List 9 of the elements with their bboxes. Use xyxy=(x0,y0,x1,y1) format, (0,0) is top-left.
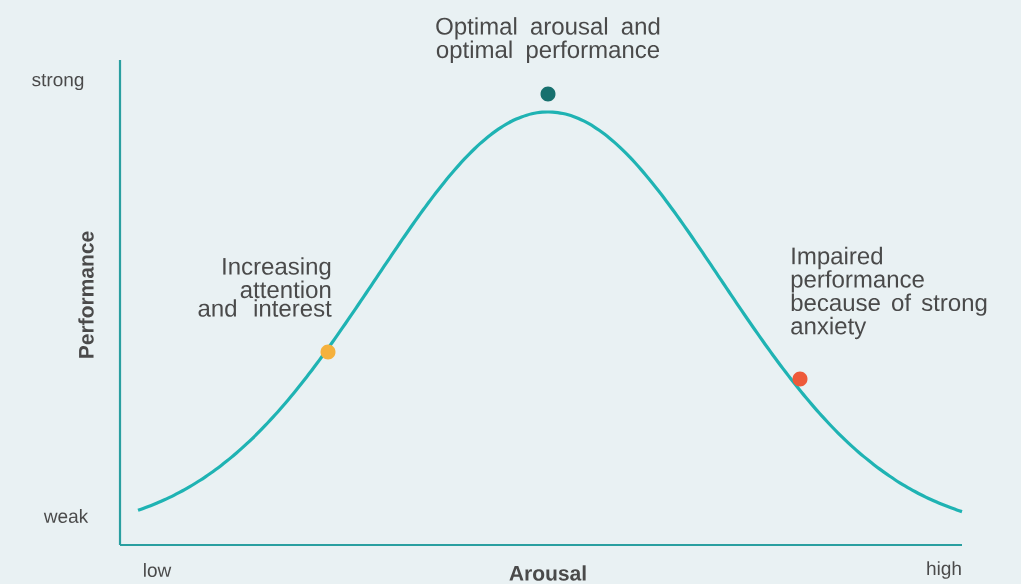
axis-tick-label: low xyxy=(144,563,172,577)
axis-title: Arousal xyxy=(509,565,586,581)
axis-tick-label: high xyxy=(927,561,961,579)
annotation-text: Impaired performance because of strong anxiety xyxy=(791,246,987,340)
axis-title: Performance xyxy=(78,231,94,358)
annotation-text: Optimal arousal and optimal performance xyxy=(436,17,660,63)
axis-tick-label: weak xyxy=(43,509,89,523)
annotation-text: Increasing attention and interest xyxy=(198,257,332,317)
axis-tick-label: strong xyxy=(32,73,84,91)
